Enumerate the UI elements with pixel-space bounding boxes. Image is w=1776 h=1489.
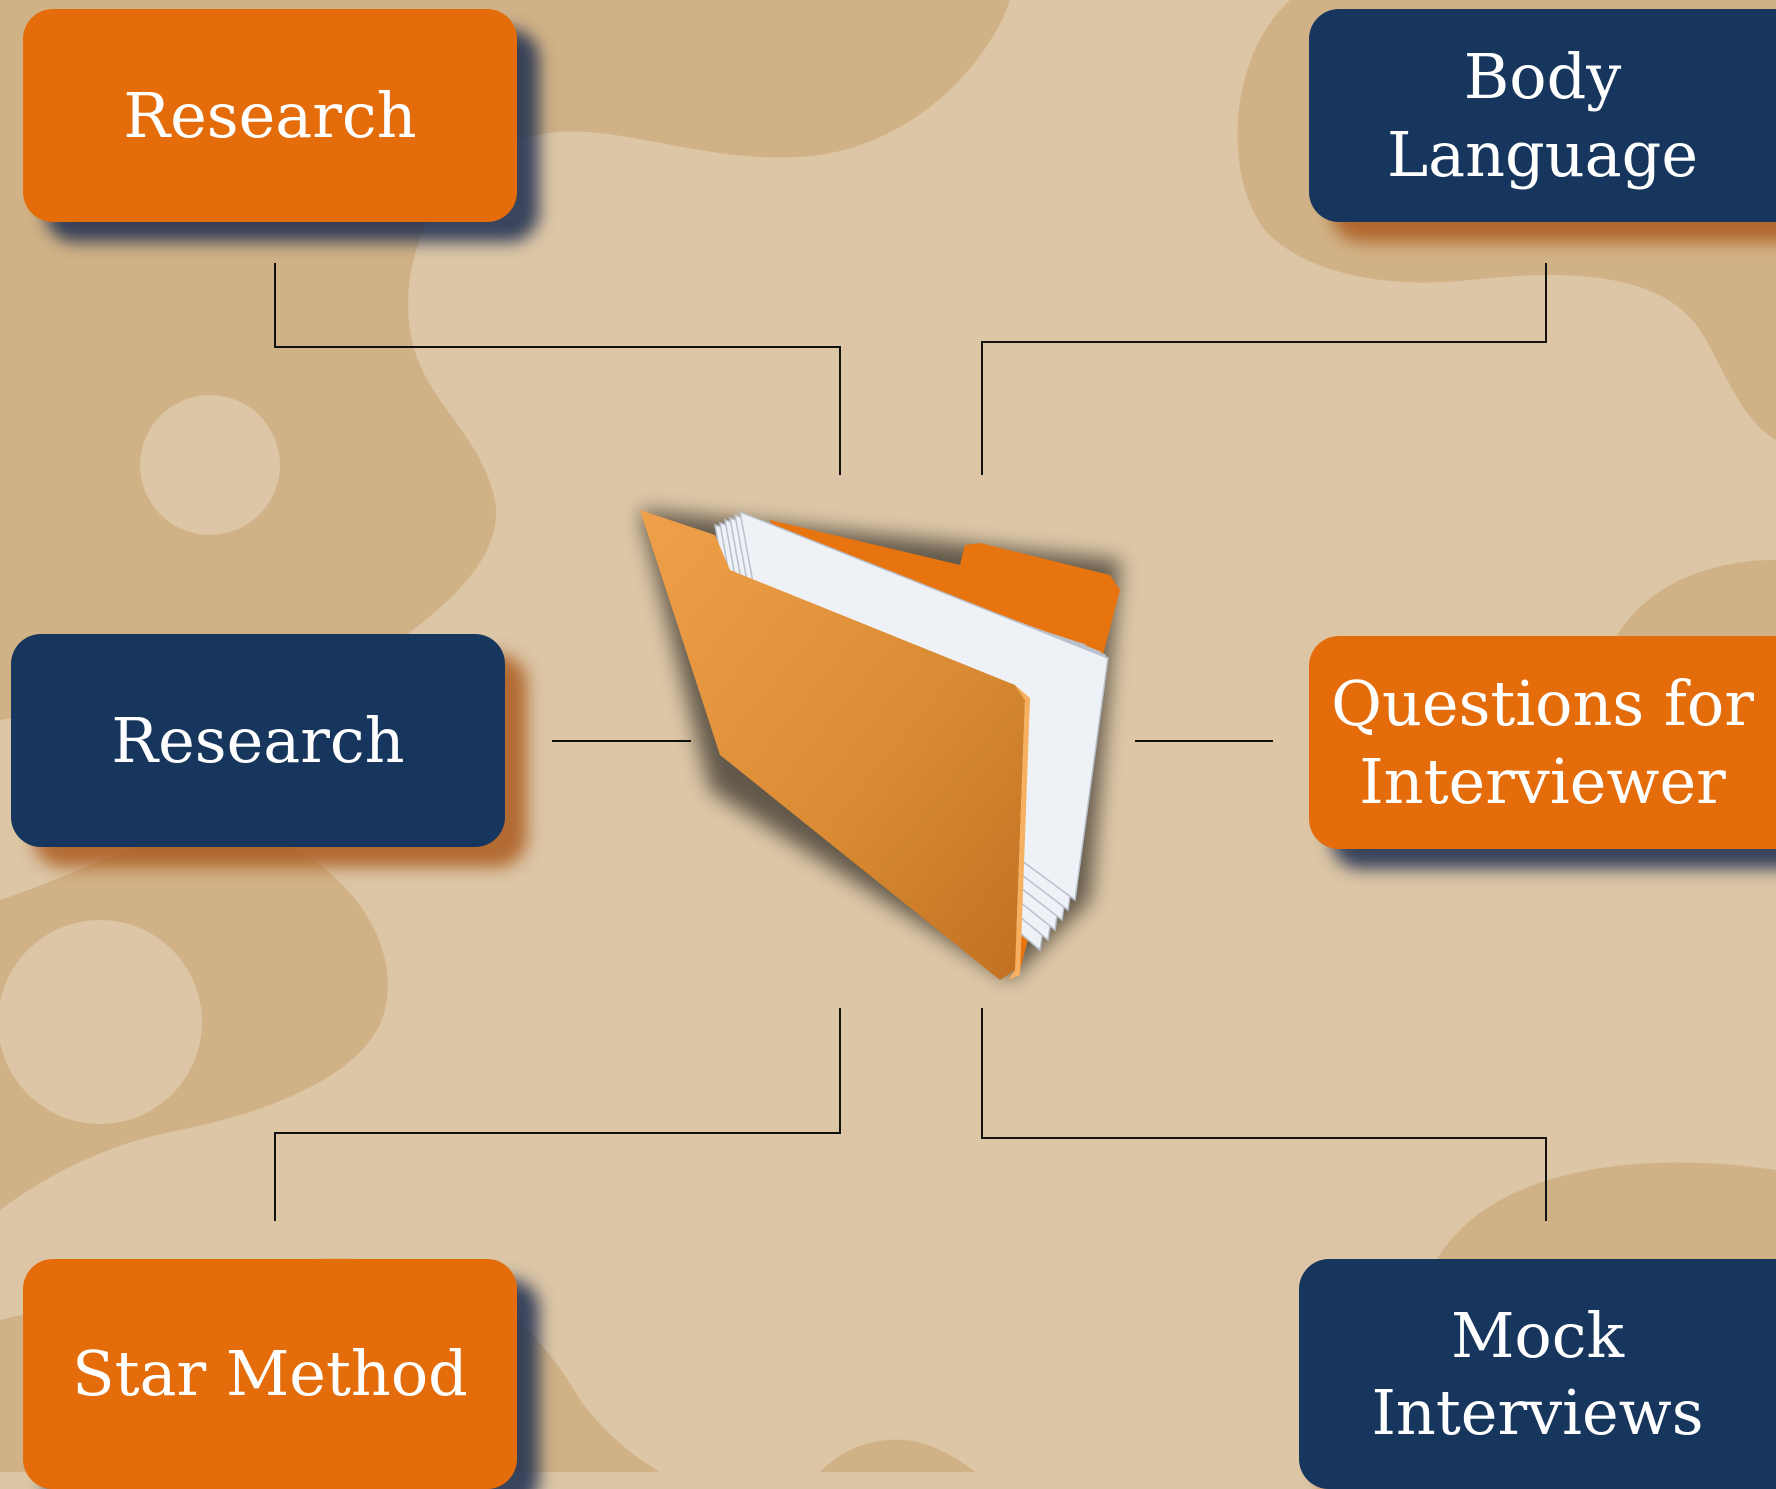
- star-method-label: Star Method: [72, 1337, 468, 1411]
- folder-front: [640, 510, 1025, 980]
- research-top-label: Research: [123, 78, 417, 152]
- background-circle-bottom: [0, 920, 202, 1124]
- background-blob-right-mid: [1610, 560, 1776, 660]
- mock-interviews-label: Mock Interviews: [1371, 1298, 1704, 1450]
- research-middle-label: Research: [111, 703, 405, 777]
- body-language-label: Body Language: [1386, 40, 1699, 191]
- research-middle-box: Research: [11, 634, 505, 847]
- background-circle-top: [140, 395, 280, 535]
- star-method-box: Star Method: [23, 1259, 517, 1489]
- folder-with-papers-icon: [640, 510, 1120, 980]
- background-blob-bottom-mid: [820, 1439, 975, 1472]
- questions-for-interviewer-label: Questions for Interviewer: [1331, 667, 1754, 818]
- questions-for-interviewer-box: Questions for Interviewer: [1309, 636, 1776, 849]
- research-top-box: Research: [23, 9, 517, 222]
- mock-interviews-box: Mock Interviews: [1299, 1259, 1776, 1489]
- body-language-box: Body Language: [1309, 9, 1776, 222]
